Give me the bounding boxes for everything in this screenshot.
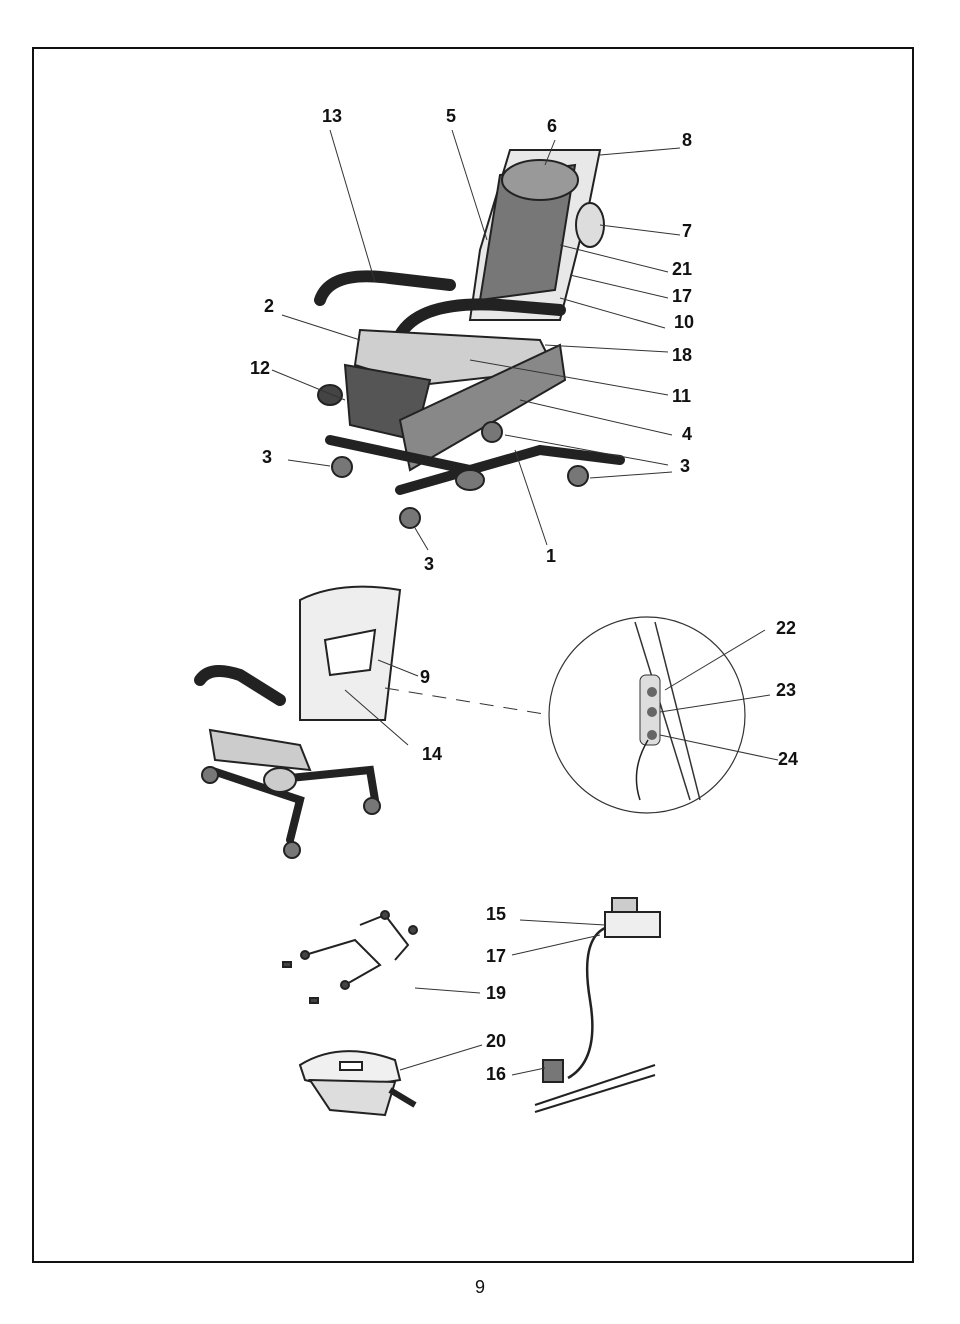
pan-illustration <box>298 1050 417 1117</box>
label-16: 16 <box>486 1064 506 1084</box>
label-4: 4 <box>682 424 692 444</box>
label-20: 20 <box>486 1031 506 1051</box>
label-3-right: 3 <box>680 456 690 476</box>
label-22: 22 <box>776 618 796 638</box>
label-2: 2 <box>264 296 274 316</box>
label-11: 11 <box>672 386 691 406</box>
detail-inset <box>548 616 746 814</box>
label-3-bottom: 3 <box>424 554 434 574</box>
leader-lines-bottom <box>399 919 606 1076</box>
label-17-top: 17 <box>672 286 692 306</box>
label-21: 21 <box>672 259 692 279</box>
chair-illustration <box>314 149 625 529</box>
label-14: 14 <box>422 744 442 764</box>
leader-lines-top <box>271 129 681 551</box>
chair-rear-illustration <box>194 585 402 859</box>
part-labels: 13 5 6 8 7 21 17 10 18 11 4 3 3 3 1 2 12… <box>250 106 798 1084</box>
label-24: 24 <box>778 749 798 769</box>
bracket-illustration <box>282 910 418 1004</box>
label-5: 5 <box>446 106 456 126</box>
power-supply-illustration <box>534 897 661 1113</box>
label-17-bottom: 17 <box>486 946 506 966</box>
label-6: 6 <box>547 116 557 136</box>
leader-lines-middle <box>344 629 779 761</box>
label-23: 23 <box>776 680 796 700</box>
page-frame <box>32 47 914 1263</box>
label-8: 8 <box>682 130 692 150</box>
label-19: 19 <box>486 983 506 1003</box>
label-18: 18 <box>672 345 692 365</box>
label-12: 12 <box>250 358 270 378</box>
label-10: 10 <box>674 312 694 332</box>
page-number: 9 <box>474 1277 485 1297</box>
detail-dashed-line <box>384 687 551 716</box>
label-7: 7 <box>682 221 692 241</box>
label-3-left: 3 <box>262 447 272 467</box>
label-1: 1 <box>546 546 556 566</box>
label-15: 15 <box>486 904 506 924</box>
label-13: 13 <box>322 106 342 126</box>
label-9: 9 <box>420 667 430 687</box>
